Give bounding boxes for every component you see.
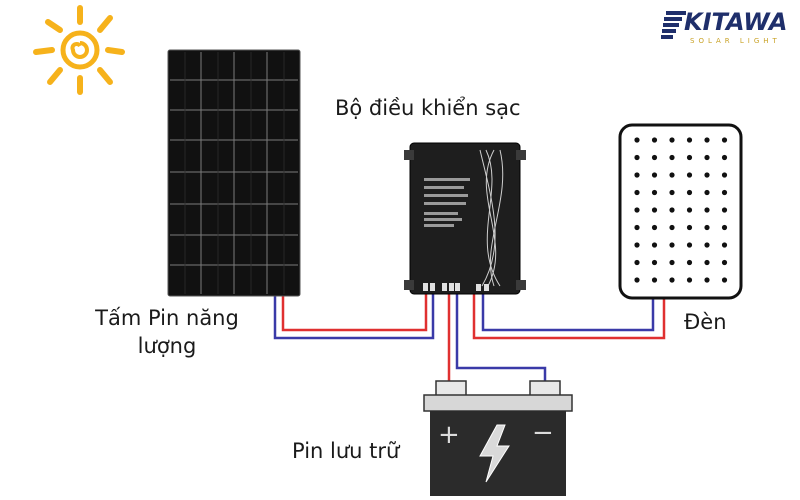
lamp-led-dot bbox=[669, 189, 675, 196]
lamp-led-dot bbox=[721, 207, 728, 213]
lamp-led-dot bbox=[721, 154, 728, 161]
lamp-led-dot bbox=[704, 242, 710, 248]
lamp-led-dot bbox=[686, 154, 693, 161]
lamp-led-dot bbox=[651, 172, 658, 178]
lamp-led-dot bbox=[669, 224, 675, 231]
brand-mark-icon bbox=[661, 11, 686, 39]
lamp-positive-wire bbox=[472, 294, 666, 340]
lamp-led-dot bbox=[669, 137, 675, 143]
solar-panel bbox=[167, 49, 301, 297]
lamp-led-dot bbox=[686, 137, 693, 143]
lamp-led-dot bbox=[634, 242, 640, 248]
lamp-led-dot bbox=[704, 224, 710, 231]
panel-label-line-1: Tấm Pin năng bbox=[95, 306, 239, 330]
lamp-led-dot bbox=[704, 172, 710, 178]
lamp-led-dot bbox=[686, 172, 693, 178]
lamp-led-dot bbox=[686, 277, 693, 283]
lamp-led-dot bbox=[704, 259, 710, 266]
brand-tagline: SOLAR LIGHT bbox=[690, 37, 781, 45]
battery bbox=[423, 380, 573, 496]
lamp-led-dot bbox=[669, 259, 675, 266]
lamp-led-dot bbox=[721, 189, 728, 196]
lamp-led-dot bbox=[669, 154, 675, 161]
battery-plus-symbol: + bbox=[438, 420, 460, 450]
lamp-led-dot bbox=[651, 224, 658, 231]
lamp-led-dot bbox=[704, 137, 710, 143]
lamp-led-dot bbox=[669, 207, 675, 213]
lightning-icon bbox=[479, 424, 510, 483]
lamp-led-dot bbox=[704, 207, 710, 213]
lamp-led-dot bbox=[651, 259, 658, 266]
lamp-led-dot bbox=[686, 207, 693, 213]
battery-negative-wire bbox=[455, 294, 547, 382]
lamp-led-dot bbox=[651, 137, 658, 143]
lamp-led-dot bbox=[721, 224, 728, 231]
lamp-led-dot bbox=[634, 207, 640, 213]
battery-label: Pin lưu trữ bbox=[292, 439, 400, 463]
lamp-led-dot bbox=[651, 277, 658, 283]
lamp-led-dot bbox=[651, 154, 658, 161]
lamp-led-dot bbox=[634, 172, 640, 178]
lamp-led-dot bbox=[704, 154, 710, 161]
lamp-negative-wire bbox=[481, 294, 655, 332]
lamp-led-dot bbox=[721, 242, 728, 248]
lamp-led-dot bbox=[721, 259, 728, 266]
lamp-led-dot bbox=[721, 172, 728, 178]
lamp-led-dot bbox=[721, 277, 728, 283]
lamp-led-dot bbox=[669, 172, 675, 178]
brand-name: KITAWA bbox=[684, 8, 788, 36]
lamp-led-dot bbox=[704, 277, 710, 283]
panel-negative-wire bbox=[273, 294, 435, 340]
lamp-led-dot bbox=[669, 277, 675, 283]
lamp-led-dot bbox=[651, 207, 658, 213]
lamp-led-dot bbox=[634, 154, 640, 161]
controller-label: Bộ điều khiển sạc bbox=[335, 96, 521, 120]
panel-label: Tấm Pin năng lượng bbox=[92, 304, 242, 360]
charge-controller bbox=[404, 142, 526, 295]
lamp-led-dot bbox=[634, 259, 640, 266]
lamp-led-dot bbox=[721, 137, 728, 143]
lamp-led-dot bbox=[651, 242, 658, 248]
lamp-led-dot bbox=[634, 277, 640, 283]
lamp-label: Đèn bbox=[684, 310, 727, 334]
lamp-led-dot bbox=[651, 189, 658, 196]
lamp bbox=[618, 123, 743, 300]
sun-icon bbox=[33, 5, 125, 95]
brand-logo: KITAWA SOLAR LIGHT bbox=[660, 8, 792, 48]
lamp-led-dot bbox=[686, 242, 693, 248]
panel-positive-wire bbox=[281, 294, 428, 332]
panel-label-line-2: lượng bbox=[137, 334, 197, 358]
lamp-led-dot bbox=[686, 259, 693, 266]
lamp-led-dot bbox=[704, 189, 710, 196]
lamp-led-dot bbox=[669, 242, 675, 248]
lamp-led-dot bbox=[686, 224, 693, 231]
battery-minus-symbol: − bbox=[532, 418, 554, 448]
lamp-led-dot bbox=[686, 189, 693, 196]
lamp-led-dot bbox=[634, 189, 640, 196]
wires bbox=[273, 294, 666, 388]
lamp-led-dot bbox=[634, 137, 640, 143]
lamp-led-dot bbox=[634, 224, 640, 231]
